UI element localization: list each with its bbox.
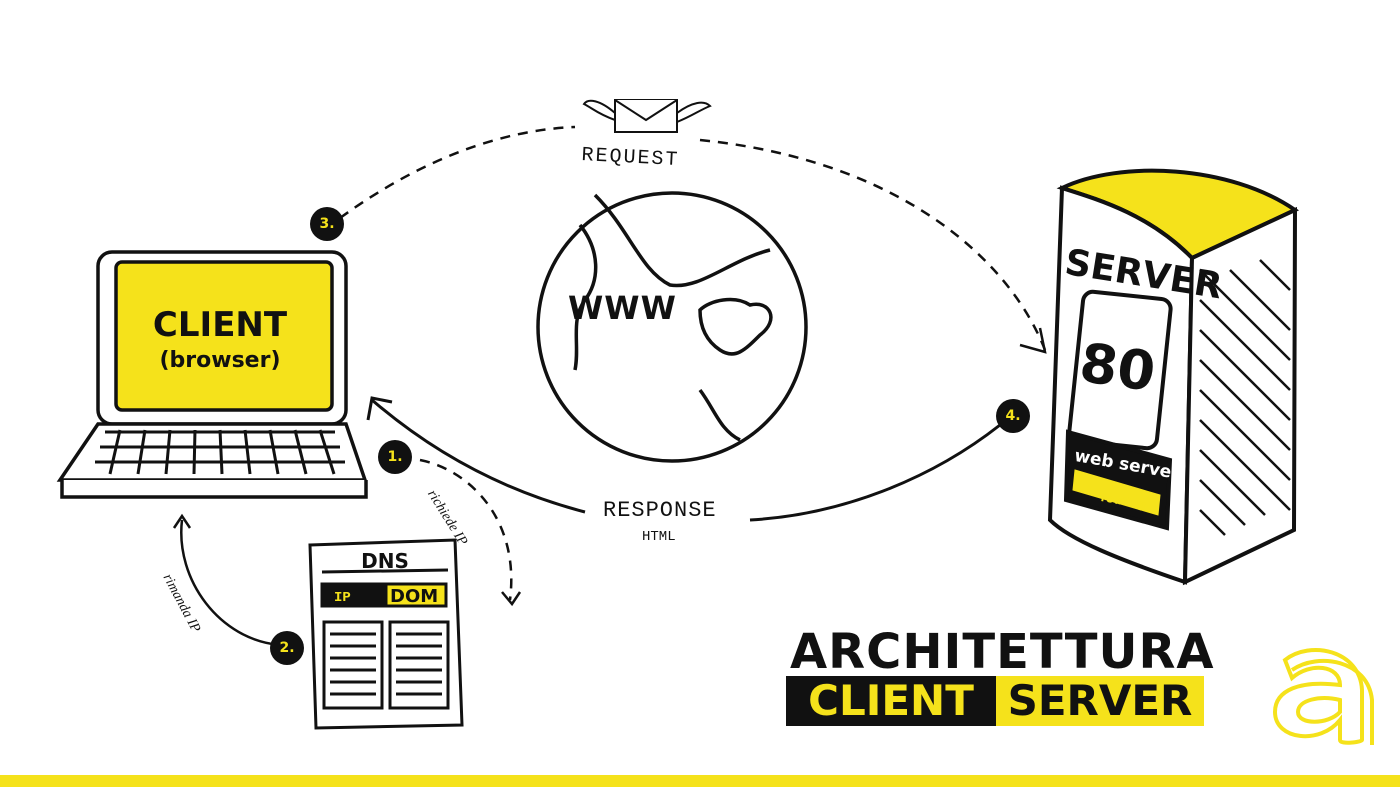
- response-arrow: [371, 398, 1001, 522]
- step-3-marker: 3.: [310, 207, 344, 241]
- dns-dom-column: DOM: [390, 586, 439, 607]
- request-arrowhead: [1019, 327, 1047, 354]
- client-title: CLIENT: [152, 305, 288, 345]
- client-subtitle: (browser): [159, 348, 281, 373]
- globe-icon: [536, 191, 808, 463]
- dns-ip-column: IP: [334, 590, 351, 606]
- dns-return-arrow: [180, 519, 281, 647]
- branding-title: ARCHITETTURA: [790, 624, 1215, 680]
- response-label: RESPONSE: [603, 498, 717, 523]
- dns-request-arrowhead: [501, 591, 522, 607]
- branding-tag-server: SERVER: [996, 676, 1204, 726]
- request-arrow: [339, 125, 1047, 351]
- laptop-icon: [56, 250, 368, 499]
- step-4-marker: 4.: [996, 399, 1030, 433]
- step-1-marker: 1.: [378, 440, 412, 474]
- response-arrowhead: [366, 396, 393, 421]
- dns-return-arrowhead: [172, 513, 192, 529]
- branding-tag-client: CLIENT: [786, 676, 996, 726]
- response-sublabel: HTML: [642, 529, 676, 545]
- step-2-marker: 2.: [270, 631, 304, 665]
- request-label: REQUEST: [580, 144, 680, 173]
- internet-label: WWW: [568, 289, 677, 327]
- dns-request-arrow: [419, 458, 513, 601]
- server-port: 80: [1075, 331, 1160, 404]
- server-icon: [1047, 168, 1300, 586]
- footer-accent-bar: [0, 775, 1400, 787]
- logo-mark: [1272, 648, 1374, 745]
- envelope-icon: [582, 99, 712, 133]
- dns-document: [308, 538, 464, 730]
- dns-title: DNS: [361, 549, 409, 573]
